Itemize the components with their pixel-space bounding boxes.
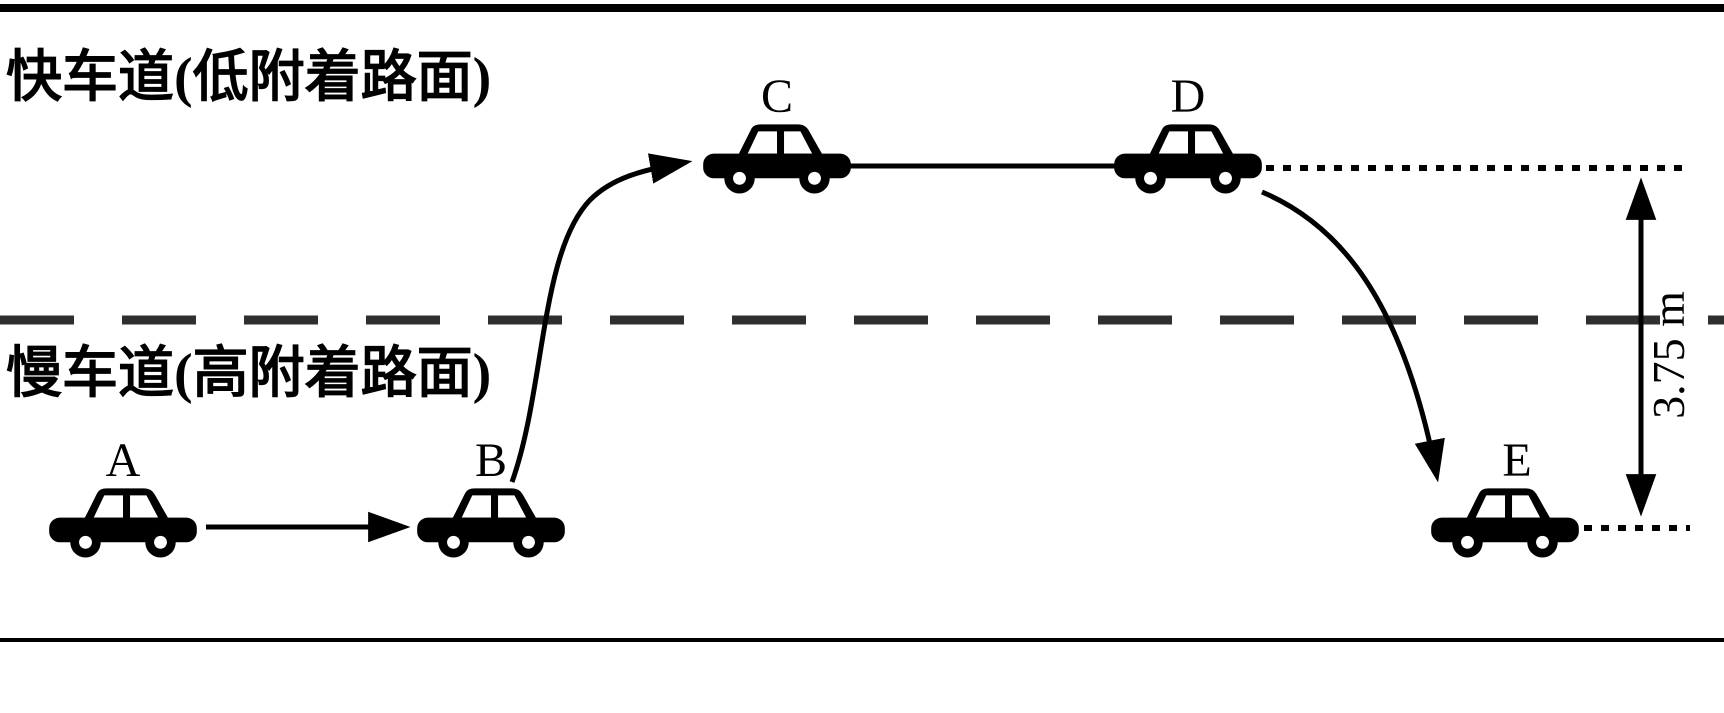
dimension-label: 3.75 m [1643,291,1694,419]
car-e-label: E [1502,434,1531,487]
car-e-icon [1431,488,1579,558]
car-b-icon [417,488,565,558]
car-d-label: D [1171,70,1206,123]
car-a-label: A [106,434,141,487]
car-b-label: B [475,434,507,487]
lane-change-arrow-d-to-e [1261,189,1445,483]
fast-lane-label: 快车道(低附着路面) [6,47,491,109]
slow-lane-label: 慢车道(高附着路面) [6,343,491,405]
car-c-icon [703,124,851,194]
lane-change-arrow-b-to-c [509,153,693,483]
car-d-icon [1114,124,1262,194]
car-a-icon [49,488,197,558]
car-c-label: C [761,70,793,123]
